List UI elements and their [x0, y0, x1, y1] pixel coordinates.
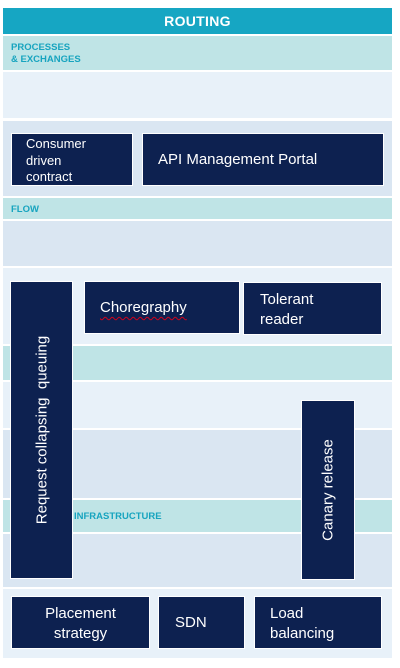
flow-label-band	[3, 198, 392, 219]
sdn-box: SDN	[158, 596, 245, 649]
choregraphy-box: Choregraphy	[84, 281, 240, 334]
canary-release-box: Canary release	[301, 400, 355, 580]
tolerant-reader-box: Tolerant reader	[243, 282, 382, 335]
api-management-portal-box: API Management Portal	[142, 133, 384, 186]
processes-row-1	[3, 72, 392, 118]
flow-label: FLOW	[11, 204, 39, 215]
routing-title: ROUTING	[164, 13, 231, 29]
infrastructure-label: INFRASTRUCTURE	[74, 511, 162, 522]
flow-row-1	[3, 221, 392, 266]
consumer-driven-contract-box: Consumer driven contract	[11, 133, 133, 186]
canary-release-label: Canary release	[319, 439, 337, 541]
placement-strategy-box: Placement strategy	[11, 596, 150, 649]
request-collapsing-queuing-label: Request collapsing queuing	[33, 335, 50, 525]
api-management-portal-label: API Management Portal	[158, 151, 318, 168]
load-balancing-box: Load balancing	[254, 596, 382, 649]
processes-label: PROCESSES & EXCHANGES	[11, 42, 81, 65]
processes-label-band	[3, 36, 392, 70]
sdn-label: SDN	[175, 614, 207, 631]
request-collapsing-queuing-box: Request collapsing queuing	[10, 281, 73, 579]
choregraphy-label: Choregraphy	[100, 299, 187, 316]
routing-header: ROUTING	[3, 8, 392, 34]
